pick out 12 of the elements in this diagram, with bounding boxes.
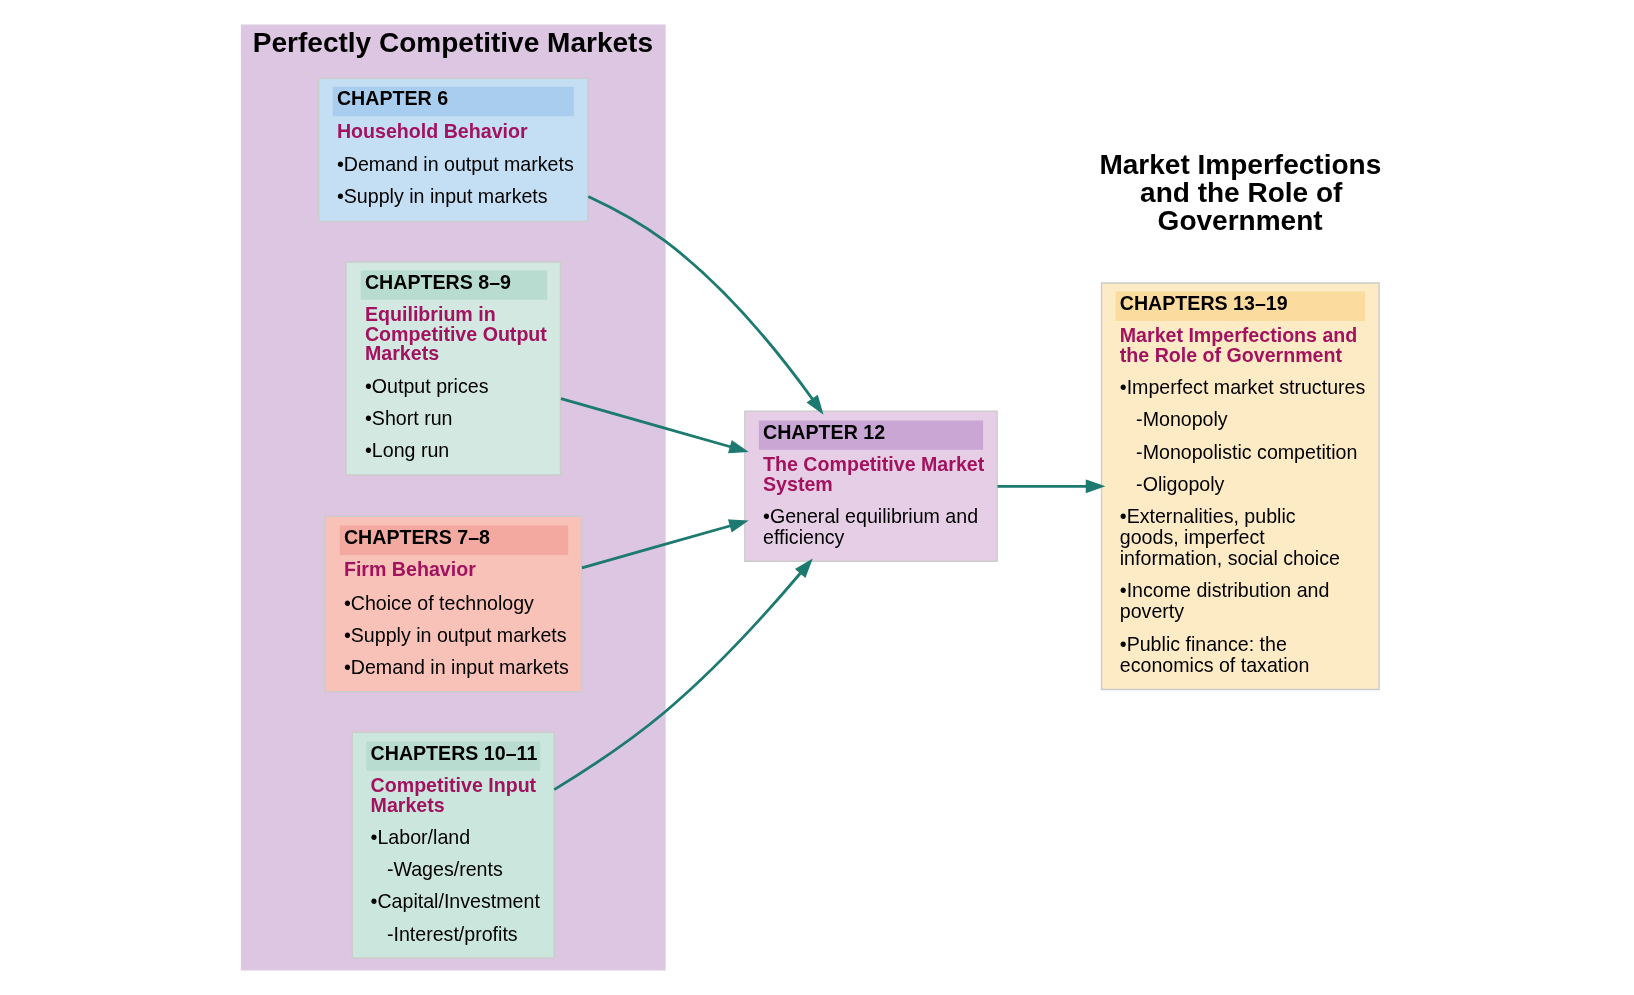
node-box: CHAPTER 6 Household Behavior •Demand in output markets •Supply in input markets <box>318 77 589 223</box>
node-box: CHAPTERS 7–8 Firm Behavior •Choice of technology •Supply in output markets •Demand in input markets <box>324 515 583 693</box>
node-box: CHAPTERS 10–11 Competitive Input Markets •Labor/land -Wages/rents •Capital/Investment -Interest/profits <box>351 731 555 959</box>
label: Market Imperfections and the Role of Government <box>1099 148 1382 236</box>
node-box: CHAPTERS 8–9 Equilibrium in Competitive Output Markets •Output prices •Short run •Long run <box>345 261 562 476</box>
node-box: CHAPTER 12 The Competitive Market System •General equilibrium and efficiency <box>744 410 998 562</box>
arrow <box>587 195 824 415</box>
arrow <box>553 558 813 791</box>
arrow <box>560 397 749 454</box>
arrow <box>581 519 749 570</box>
arrow <box>997 479 1106 494</box>
node-box: CHAPTERS 13–19 Market Imperfections and the Role of Government •Imperfect market structures -Monopoly -Monopolistic competition -Oligopoly •Externalities, public goods, imperfect information, social choice •Income distribution and poverty •Public finance: the economics of taxation <box>1100 282 1380 691</box>
